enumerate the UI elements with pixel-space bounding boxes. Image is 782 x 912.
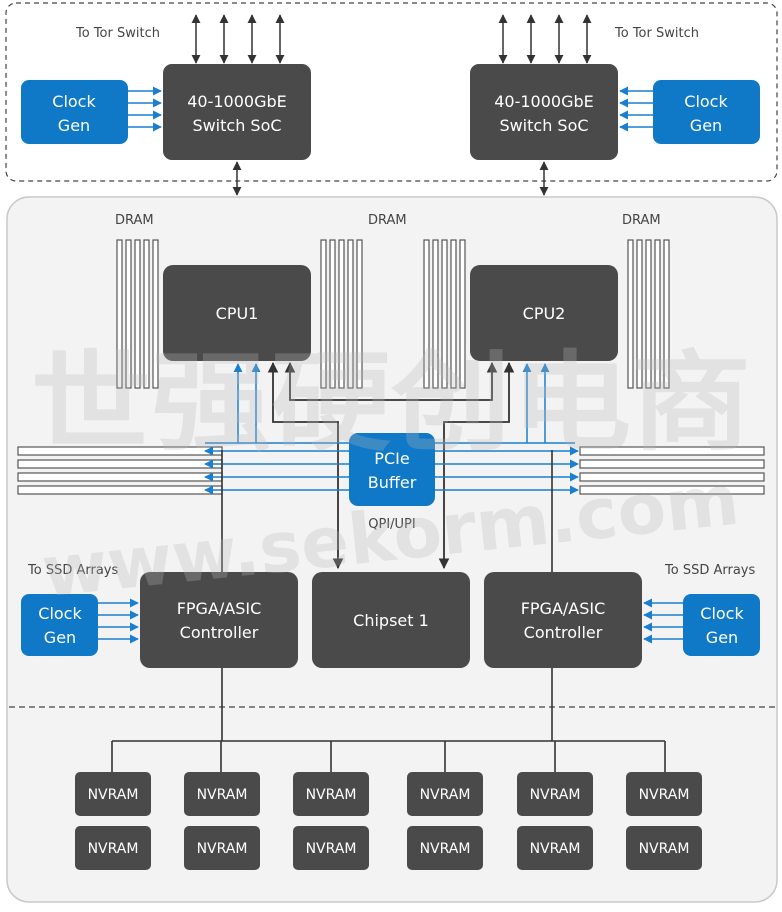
pcie-buffer: PCIe Buffer xyxy=(349,433,435,506)
pcie-slots-right xyxy=(579,446,765,495)
clock-lines-top-left xyxy=(128,86,162,132)
svg-text:Clock: Clock xyxy=(52,92,96,111)
svg-text:NVRAM: NVRAM xyxy=(88,841,139,857)
svg-text:CPU2: CPU2 xyxy=(523,304,566,323)
nvram-module: NVRAM xyxy=(293,772,369,816)
svg-text:Controller: Controller xyxy=(524,623,603,642)
svg-text:Clock: Clock xyxy=(684,92,728,111)
svg-text:NVRAM: NVRAM xyxy=(306,787,357,803)
dram-right-label: DRAM xyxy=(622,213,661,228)
svg-text:NVRAM: NVRAM xyxy=(306,841,357,857)
dram-modules-right xyxy=(627,239,670,389)
nvram-module: NVRAM xyxy=(75,826,151,870)
svg-text:NVRAM: NVRAM xyxy=(420,841,471,857)
nvram-module: NVRAM xyxy=(517,772,593,816)
fpga-asic-controller-left: FPGA/ASIC Controller xyxy=(140,572,298,668)
tor-uplinks-right xyxy=(498,14,592,64)
to-tor-switch-left-label: To Tor Switch xyxy=(75,26,160,41)
fpga-asic-controller-right: FPGA/ASIC Controller xyxy=(484,572,642,668)
to-ssd-arrays-left-label: To SSD Arrays xyxy=(27,563,118,578)
svg-text:NVRAM: NVRAM xyxy=(530,787,581,803)
svg-text:40-1000GbE: 40-1000GbE xyxy=(494,92,594,111)
clock-lines-top-right xyxy=(619,86,653,132)
svg-text:CPU1: CPU1 xyxy=(216,304,259,323)
svg-text:PCIe: PCIe xyxy=(374,449,409,468)
to-tor-switch-right-label: To Tor Switch xyxy=(614,26,699,41)
svg-text:Chipset 1: Chipset 1 xyxy=(353,611,429,630)
svg-text:NVRAM: NVRAM xyxy=(530,841,581,857)
dram-modules-center-left xyxy=(320,239,363,389)
svg-text:Clock: Clock xyxy=(38,604,82,623)
switch-server-links xyxy=(232,161,549,196)
svg-text:NVRAM: NVRAM xyxy=(420,787,471,803)
qpi-interconnect xyxy=(267,361,515,570)
server-panel xyxy=(6,196,778,903)
nvram-bus xyxy=(111,668,666,772)
dram-center-label: DRAM xyxy=(368,213,407,228)
nvram-module: NVRAM xyxy=(626,826,702,870)
svg-text:Gen: Gen xyxy=(690,116,722,135)
svg-text:Switch SoC: Switch SoC xyxy=(192,116,281,135)
svg-text:Gen: Gen xyxy=(706,628,738,647)
svg-text:NVRAM: NVRAM xyxy=(88,787,139,803)
svg-text:Switch SoC: Switch SoC xyxy=(499,116,588,135)
nvram-module: NVRAM xyxy=(626,772,702,816)
dram-modules-center-right xyxy=(423,239,466,389)
svg-text:FPGA/ASIC: FPGA/ASIC xyxy=(521,599,606,618)
clock-gen-bottom-right: Clock Gen xyxy=(683,594,760,656)
nvram-module: NVRAM xyxy=(184,826,260,870)
nvram-grid: NVRAM NVRAM NVRAM NVRAM NVRAM NVRAM NVRA… xyxy=(75,772,702,870)
svg-text:Clock: Clock xyxy=(700,604,744,623)
nvram-module: NVRAM xyxy=(407,826,483,870)
clock-gen-top-left: Clock Gen xyxy=(21,80,128,144)
clock-lines-bottom-right xyxy=(643,598,683,644)
svg-text:NVRAM: NVRAM xyxy=(639,841,690,857)
svg-text:NVRAM: NVRAM xyxy=(197,787,248,803)
qpi-upi-label: QPI/UPI xyxy=(368,517,415,532)
cpu1: CPU1 xyxy=(163,265,311,361)
watermark-cn: 世强硬创电商 xyxy=(31,341,751,466)
chipset-1: Chipset 1 xyxy=(312,572,470,668)
svg-text:Controller: Controller xyxy=(180,623,259,642)
switch-soc-left: 40-1000GbE Switch SoC xyxy=(163,64,311,160)
nvram-module: NVRAM xyxy=(293,826,369,870)
svg-text:NVRAM: NVRAM xyxy=(197,841,248,857)
clock-gen-bottom-left: Clock Gen xyxy=(21,594,98,656)
cpu2: CPU2 xyxy=(470,265,618,361)
dram-left-label: DRAM xyxy=(115,213,154,228)
slot-to-fpga-lines xyxy=(221,450,553,572)
svg-text:Gen: Gen xyxy=(58,116,90,135)
dram-modules-left xyxy=(116,239,159,389)
svg-text:FPGA/ASIC: FPGA/ASIC xyxy=(177,599,262,618)
svg-text:40-1000GbE: 40-1000GbE xyxy=(187,92,287,111)
to-ssd-arrays-right-label: To SSD Arrays xyxy=(664,563,755,578)
clock-gen-top-right: Clock Gen xyxy=(653,80,760,144)
svg-text:Gen: Gen xyxy=(44,628,76,647)
nvram-module: NVRAM xyxy=(517,826,593,870)
nvram-module: NVRAM xyxy=(407,772,483,816)
svg-text:NVRAM: NVRAM xyxy=(639,787,690,803)
clock-lines-bottom-left xyxy=(98,598,139,644)
tor-uplinks-left xyxy=(191,14,285,64)
nvram-module: NVRAM xyxy=(75,772,151,816)
svg-text:Buffer: Buffer xyxy=(368,473,417,492)
nvram-module: NVRAM xyxy=(184,772,260,816)
switch-soc-right: 40-1000GbE Switch SoC xyxy=(470,64,618,160)
